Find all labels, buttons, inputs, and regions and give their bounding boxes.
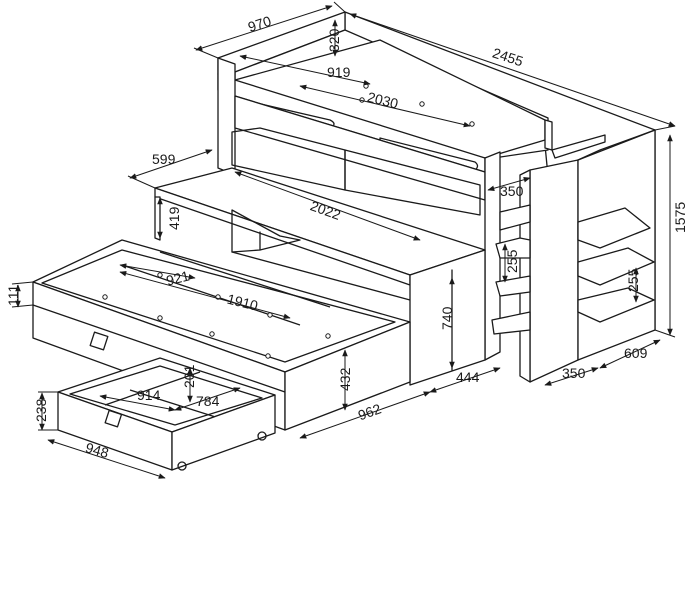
dim-top-rail-height: 320 — [326, 28, 342, 52]
dim-drawer-inner-width: 914 — [137, 387, 161, 403]
dim-trundle-length: 1910 — [226, 291, 260, 314]
dim-shelf-gap-outer: 255 — [625, 268, 641, 292]
dim-trundle-width: 921 — [164, 267, 191, 288]
dim-drawer-inner-height: 201 — [181, 364, 197, 388]
dim-shelf-gap-inner: 255 — [504, 249, 520, 273]
dim-shelf-unit-depth: 609 — [624, 345, 648, 361]
dim-shelf-unit-width: 350 — [562, 365, 586, 381]
dim-drawer-inner-depth: 784 — [196, 393, 220, 409]
dim-top-depth: 970 — [246, 12, 273, 35]
dim-total-height: 1575 — [672, 202, 686, 233]
dim-top-inner-width: 919 — [327, 64, 351, 80]
dim-trundle-side: 111 — [5, 285, 21, 306]
shelf-unit — [491, 129, 656, 383]
dimension-lines — [11, 1, 676, 479]
dim-top-mattress-length: 2030 — [366, 89, 400, 112]
dim-desk-height: 419 — [166, 206, 182, 230]
dim-drawer-height: 238 — [33, 398, 49, 422]
dim-shelf-depth-upper: 350 — [500, 183, 524, 199]
dim-drawer-width: 948 — [84, 439, 111, 461]
dim-desk-depth: 599 — [152, 151, 176, 167]
dim-trundle-front-height: 432 — [337, 367, 353, 391]
dim-trundle-depth: 962 — [356, 400, 384, 423]
dim-total-length: 2455 — [491, 44, 526, 69]
dim-cabinet-width: 444 — [456, 369, 480, 385]
dim-base-height: 740 — [439, 306, 455, 330]
